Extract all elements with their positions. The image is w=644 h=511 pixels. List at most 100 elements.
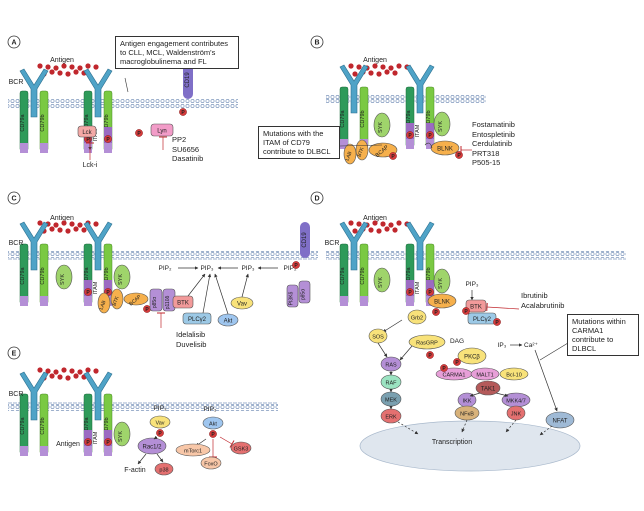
antigen-dot [396,220,402,226]
panel-d-btk-node [465,299,487,313]
panel-d-bcl10-label: Bcl-10 [506,373,522,379]
antigen-dot [356,221,362,227]
panel-d-rasgrp-ras-arrow [399,345,413,361]
panel-d-blnk-node [427,293,457,309]
panel-c-btk-small-label: BTK [112,295,121,307]
panel-c-drug-list: Idelalisib Duvelisib [176,330,206,349]
panel-e-foxo-label: FoxO [204,462,218,468]
panel-b-badge [310,35,324,49]
panel-e-gsk3-node [230,441,252,455]
panel-d-itam-p1-label: P [408,290,412,296]
antigen-dot [81,227,87,233]
drug-pp2: PP2 [172,135,187,144]
panel-d-btk-label: BTK [470,305,482,311]
panel-d-pkcb-p-label: P [455,360,459,366]
panel-d-badge [310,191,324,205]
panel-c-r2-cd79b-label: CD79b [104,267,110,284]
panel-c-bcr-label: BCR [9,240,24,247]
panel-b-itam-p1-label: P [408,133,412,139]
panel-d-r2-cd79b-label: CD79b [426,267,432,284]
antigen-dot [376,71,382,77]
panel-d-grb2-sos-arrow [382,319,403,333]
panel-c-akt-arrow [214,273,229,315]
panel-c-syk-right-node [113,264,131,290]
panel-d-r2-cd79a-label: CD79a [406,267,412,285]
panel-a-r2-tail-b [104,143,112,153]
panel-e-itam-p2-marker [104,438,112,446]
panel-c-pip3-right: PIP₃ [241,265,254,272]
cell-membrane [8,99,238,108]
panel-d-plcg2-label: PLCγ2 [473,317,492,323]
panel-e-akt-gsk3-inhibition-bar [229,440,235,448]
panel-d-blnk-label: BLNK [434,300,450,306]
antigen-dot [85,367,91,373]
panel-a-cd19-p-marker [179,108,187,116]
panel-e-rac-p38-arrow [156,453,164,463]
panel-a-itam-p2-marker [104,135,112,143]
panel-a-drug-list: PP2 SU6656 Dasatinib [172,135,203,164]
antigen-dot [73,226,79,232]
panel-c-itam-p2-label: P [106,290,110,296]
panel-d-plc-p-label: P [495,320,499,326]
bcr-receptor [83,221,113,271]
drug-cerdulatinib: Cerdulatinib [472,139,513,148]
panel-a-lck-i-label: Lck-i [83,162,98,169]
panel-d-syk-right-label: SYK [438,278,444,289]
panel-e-rac12-node [137,437,167,455]
panel-e-r1-cd79a-label: CD79a [20,417,26,435]
panel-c-p110d-label: p110δ [165,296,171,310]
panel-c-pi3kd-node [286,284,299,308]
panel-c-plcg2-label: PLCγ2 [188,317,207,323]
antigen-dot [69,368,75,374]
panel-c-r2-itam-b [104,280,112,296]
panel-d-blnk-p-label: P [434,310,438,316]
panel-d-syk-left-node [373,267,391,293]
panel-a-lyn-label: Lyn [157,129,166,135]
panel-e-pip3-right: PIP₃ [203,406,216,413]
panel-e-r2-cd79b-label: CD79b [104,417,110,434]
panel-c-bcap-p-label: P [145,307,149,313]
bcr-receptor [83,68,113,118]
panel-e-akt-p-marker [209,430,217,438]
antigen-dot [49,69,55,75]
panel-c-lab-label: LAB [99,299,108,311]
drug-dasatinib: Dasatinib [172,154,204,163]
panel-d-r1-cd79a-label: CD79a [340,267,346,285]
panel-e-vav-label: Vav [155,421,164,427]
panel-d-itam-label: ITAM [415,281,421,294]
panel-d-bcr-label: BCR [325,240,340,247]
cell-membrane [326,251,626,260]
panel-c-btk-arrow [187,273,206,297]
panel-d-carma1-label: CARMA1 [443,373,466,379]
panel-c-badge [7,191,21,205]
panel-c-pip3-left: PIP₃ [200,265,213,272]
panel-b-r2-cd79a-label: CD79a [406,110,412,128]
antigen-dot [37,220,43,226]
cell-membrane [8,251,318,260]
panel-d-tak1-label: TAK1 [481,387,496,393]
panel-c-vav-arrow [241,273,249,298]
panel-b-itam-p1-marker [406,131,414,139]
panel-e-r2-itam-b [104,430,112,446]
panel-c-p85a-right-node [298,280,311,304]
antigen-dot [53,222,59,228]
antigen-dot [396,63,402,69]
panel-d-rasgrp-p-marker [426,351,434,359]
antigen-dot [49,226,55,232]
panel-b-blnk-label: BLNK [437,147,453,153]
panel-c-bcap-node [123,292,149,306]
panel-c-btk-node [172,295,194,309]
bcr-receptor [19,68,49,118]
antigen-dot [372,220,378,226]
panel-d-nfkb-label: NFκB [460,412,474,418]
panel-a-antigen-label: Antigen [50,57,74,64]
panel-c-btk-label: BTK [177,301,189,307]
panel-c-itam-p1-marker [84,288,92,296]
panel-c-pip2-right: PIP₂ [284,265,297,272]
panel-d-ras-label: RAS [385,363,397,369]
panel-d-syk-left-label: SYK [378,277,384,288]
panel-d-grb2-label: Grb2 [411,316,423,322]
panel-c-plc-arrow [202,273,212,314]
drug-ibrutinib: Ibrutinib [521,291,548,300]
panel-d-note-pointer [539,342,569,361]
